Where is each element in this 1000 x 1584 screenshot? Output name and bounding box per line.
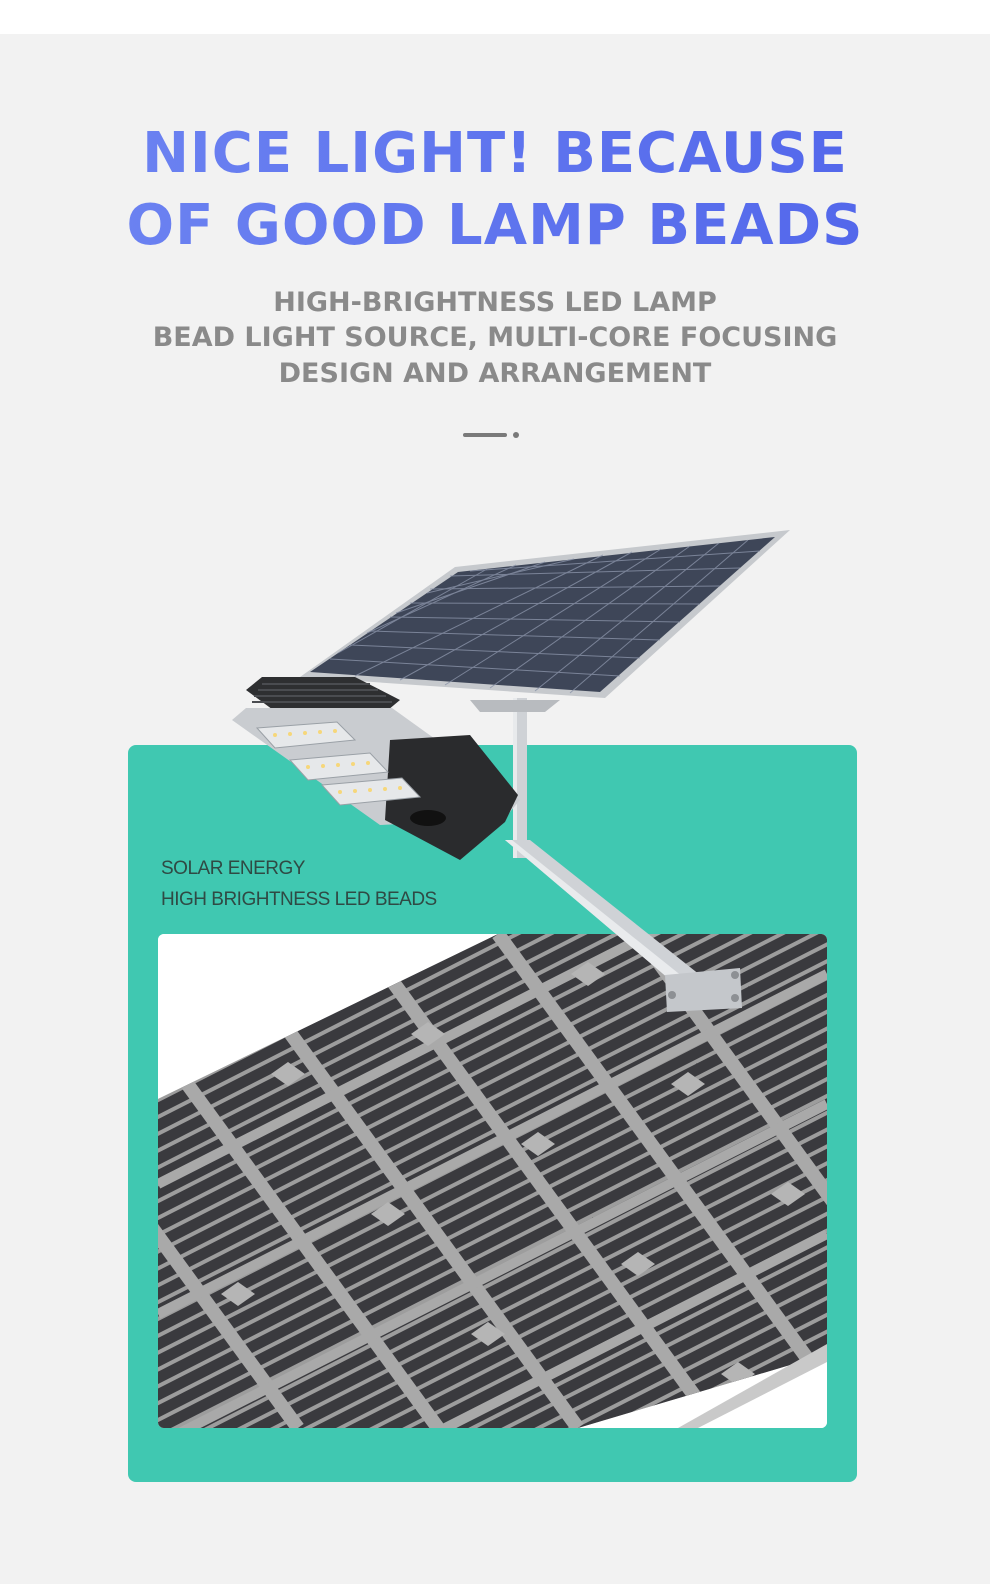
solar-panel-closeup-image [158, 934, 827, 1428]
card-label-led-beads: HIGH BRIGHTNESS LED BEADS [161, 889, 437, 910]
subheading-line-3: DESIGN AND ARRANGEMENT [278, 358, 712, 389]
solar-cells-svg [158, 934, 827, 1428]
subheading-line-2: BEAD LIGHT SOURCE, MULTI-CORE FOCUSING [152, 322, 838, 353]
subheading-line-1: HIGH-BRIGHTNESS LED LAMP [273, 287, 717, 318]
divider-bar [463, 433, 507, 437]
card-label-solar-energy: SOLAR ENERGY [161, 858, 305, 879]
divider-dot [513, 432, 519, 438]
headline-line-2: OF GOOD LAMP BEADS [0, 198, 990, 254]
headline-line-1: NICE LIGHT! BECAUSE [0, 126, 990, 182]
top-strip [0, 0, 1000, 34]
